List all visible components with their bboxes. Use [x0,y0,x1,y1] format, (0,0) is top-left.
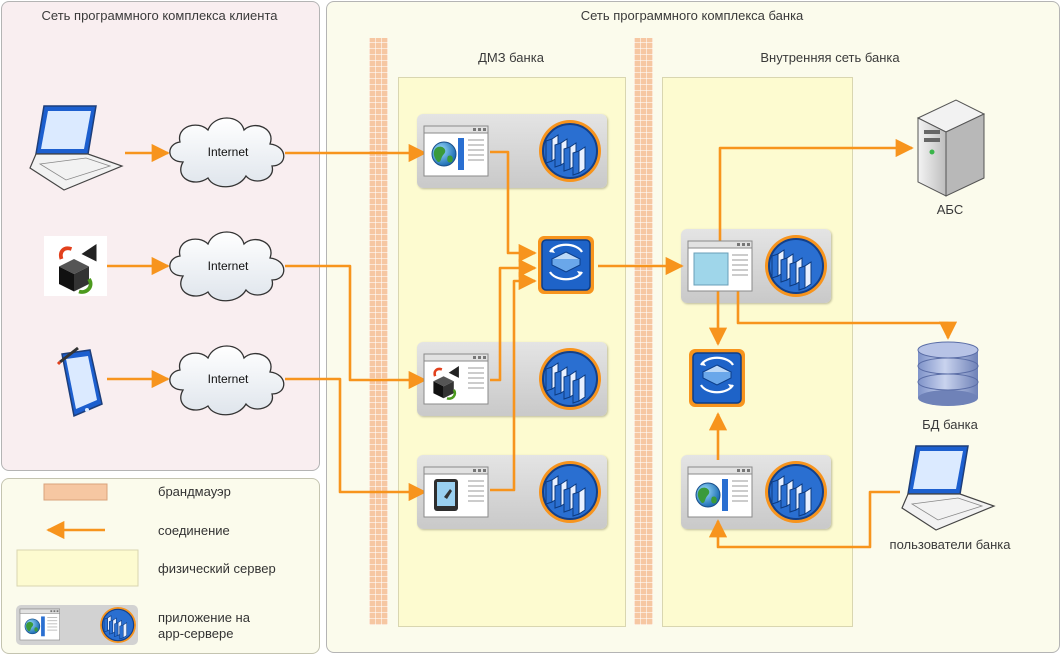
db-label: БД банка [922,417,978,432]
conn-web-gateway [490,150,537,263]
firewall-inner [634,38,653,625]
abs-server-icon [916,99,986,197]
app-server-icon [538,347,602,411]
legend-app-icon [16,605,138,645]
conn-internet3-mobile [285,377,427,502]
client-app-icon [44,236,107,296]
app-server-icon [538,460,602,524]
internet-cloud-1-label: Internet [207,145,249,159]
window-internal-web-icon [687,466,753,518]
legend-firewall-swatch [43,483,108,501]
conn-core-abs [718,138,914,262]
abs-label: АБС [936,202,964,217]
conn-internet2-app [285,264,427,390]
app-server-icon [764,460,828,524]
internet-cloud-3-label: Internet [207,372,249,386]
app-server-icon [764,234,828,298]
dmz-title: ДМЗ банка [478,50,544,65]
bank-users-label: пользователи банка [889,537,1011,552]
window-web-icon [423,125,489,177]
dmz-gateway-icon [536,234,596,296]
legend-firewall-label: брандмауэр [158,484,231,499]
internal-gateway-icon [687,347,747,409]
legend-app-label-line1: приложение на [158,610,250,625]
tablet-icon [56,346,103,418]
legend-app-label-line2: app-сервере [158,626,234,641]
legend-connection-label: соединение [158,523,230,538]
legend-server-swatch [16,549,139,587]
conn-mobile-gateway [490,271,537,492]
conn-app-gateway [490,258,537,382]
window-core-icon [687,240,753,292]
bank-zone-title: Сеть программного комплекса банка [580,8,804,23]
internet-cloud-2-label: Internet [207,259,249,273]
conn-users-internal-web [708,490,900,549]
database-icon [917,341,979,406]
internal-network-title: Внутренняя сеть банка [760,50,900,65]
app-server-icon [538,119,602,183]
window-mobile-icon [423,466,489,518]
window-client-app-icon [423,353,489,405]
client-zone-title: Сеть программного комплекса клиента [41,8,278,23]
legend-server-label: физический сервер [158,561,276,576]
laptop-icon [29,105,123,191]
bank-users-laptop-icon [901,445,995,531]
conn-core-db [736,290,958,340]
firewall-outer [369,38,388,625]
